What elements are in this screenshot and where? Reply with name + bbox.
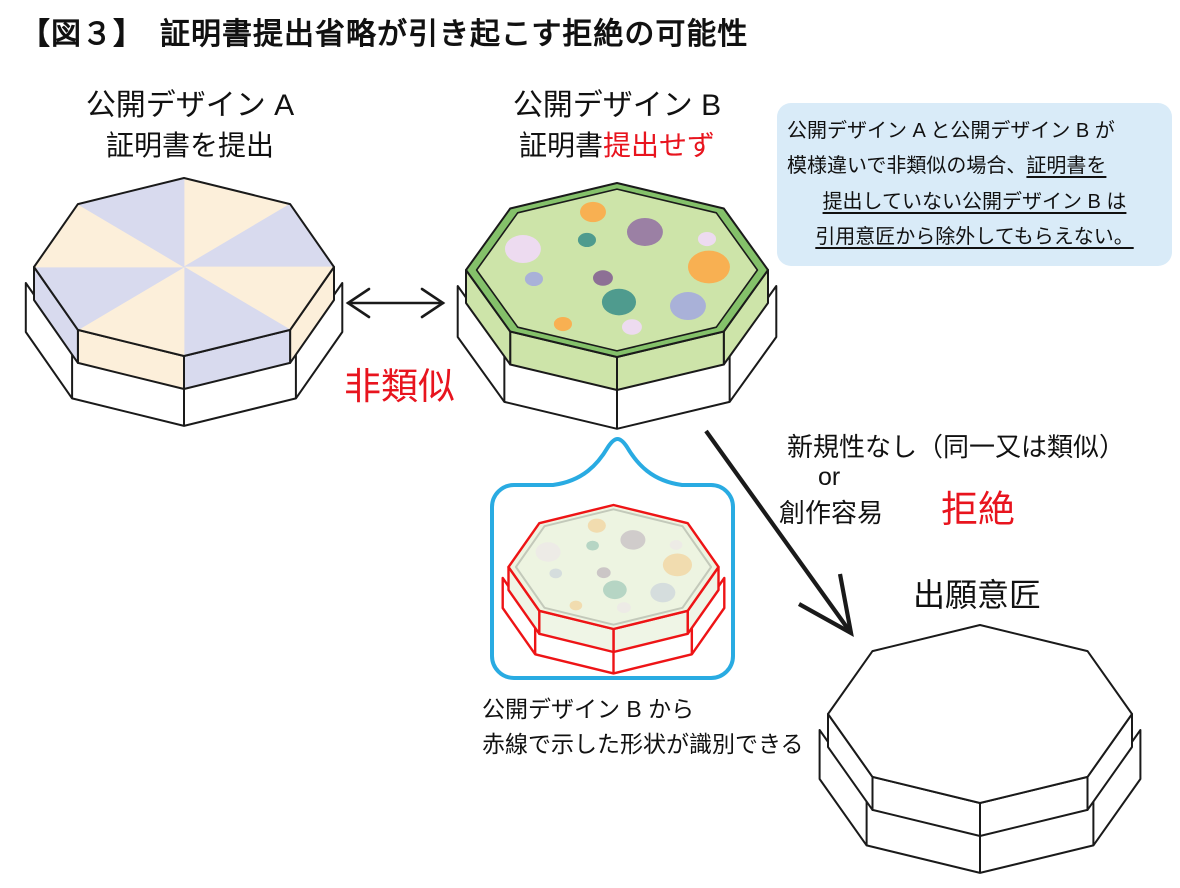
dissimilar-label: 非類似 [344, 366, 455, 407]
callout-shape [501, 503, 726, 675]
design-b-label: 公開デザイン B 証明書提出せず [467, 88, 767, 162]
design-b-note-red: 提出せず [603, 130, 716, 161]
rejection-verdict: 拒絶 [941, 489, 1015, 530]
design-a-name: 公開デザイン A [85, 89, 295, 122]
info-line-2-plain: 模様違いで非類似の場合、 [787, 155, 1027, 178]
callout-shape-pattern [535, 518, 693, 614]
figure-title: 【図３】 証明書提出省略が引き起こす拒絶の可能性 [20, 18, 749, 51]
info-box: 公開デザイン A と公開デザイン B が 模様違いで非類似の場合、証明書を 提出… [777, 103, 1172, 266]
rejection-reason-line-3: 創作容易 [779, 498, 884, 528]
rejection-arrow [704, 429, 854, 638]
info-line-4: 引用意匠から除外してもらえない。 [815, 226, 1134, 249]
rejection-reason-line-1: 新規性なし（同一又は類似） [787, 432, 1126, 462]
design-b-shape [456, 182, 778, 430]
design-b-note: 証明書提出せず [467, 130, 767, 162]
info-line-1: 公開デザイン A と公開デザイン B が [787, 120, 1115, 142]
rejection-reason-or: or [818, 463, 841, 491]
design-a-label: 公開デザイン A 証明書を提出 [40, 88, 340, 162]
design-b-name: 公開デザイン B [512, 89, 722, 122]
design-b-note-black: 証明書 [518, 130, 603, 161]
application-design-label: 出願意匠 [913, 577, 1042, 613]
callout-caption: 公開デザイン B から 赤線で示した形状が識別できる [482, 692, 804, 762]
design-b-shape-pattern [504, 201, 730, 335]
similarity-arrow [345, 287, 446, 319]
callout-caption-line-1: 公開デザイン B から [482, 696, 695, 722]
design-a-shape [24, 177, 344, 427]
info-line-3: 提出していない公開デザイン B は [822, 190, 1127, 213]
info-line-2-underline: 証明書を [1026, 155, 1107, 178]
callout-caption-line-2: 赤線で示した形状が識別できる [482, 731, 804, 757]
callout-bubble [490, 437, 735, 680]
application-design-shape [818, 624, 1142, 874]
info-line-2: 模様違いで非類似の場合、証明書を [787, 149, 1162, 184]
design-a-note: 証明書を提出 [105, 130, 274, 161]
